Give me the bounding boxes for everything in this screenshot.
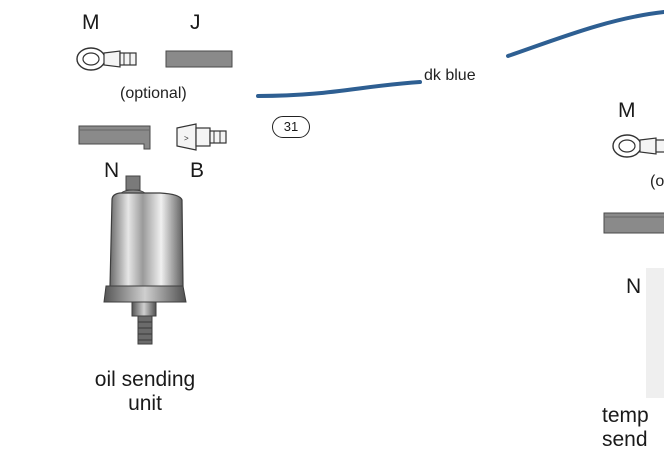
label-m-right: M [618,99,636,122]
caption-line-1: oil sending [94,368,196,391]
label-j: J [190,11,201,34]
oil-sending-unit-image [103,175,187,345]
temp-sending-unit-image [646,268,664,398]
temp-sending-unit-caption: temp send [602,404,664,452]
caption-line-2-right: send [602,428,648,451]
svg-text:>: > [184,134,189,143]
oil-sending-unit-caption: oil sending unit [70,368,220,416]
caption-line-2: unit [128,392,162,415]
connector-n [78,125,151,150]
label-n-right: N [626,275,642,298]
caption-line-1-right: temp [602,404,649,427]
wire-dk-blue-right [506,10,664,58]
label-m: M [82,11,100,34]
label-b: B [190,159,205,182]
wire-color-label: dk blue [424,67,476,84]
ring-terminal-connector-m-right [612,134,664,158]
label-n: N [104,159,120,182]
optional-label-right: (o [650,173,664,190]
optional-label: (optional) [120,85,187,102]
wire-number-badge: 31 [272,116,310,138]
bullet-connector-b: > [176,123,227,151]
butt-connector-j [165,50,233,68]
ring-terminal-connector-m [76,47,137,71]
wire-dk-blue-left [256,80,422,98]
connector-n-right [603,212,664,234]
